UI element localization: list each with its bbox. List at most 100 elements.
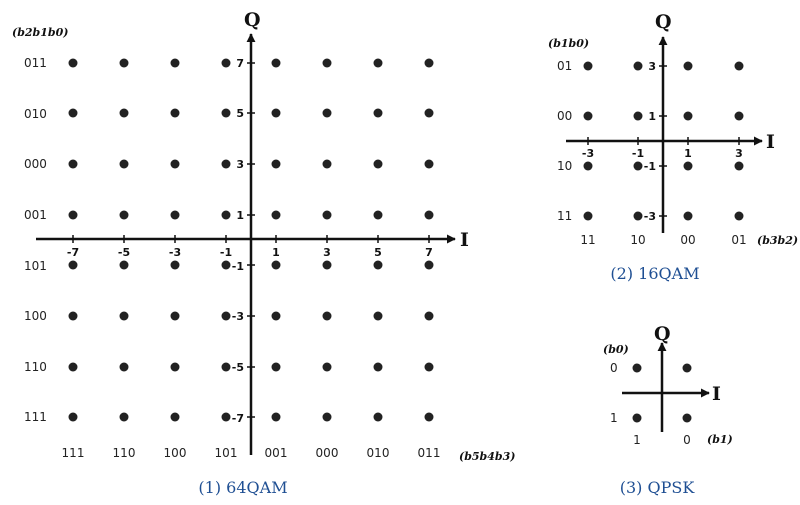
qam64-constellation-point [424,311,434,321]
qpsk-i-axis-label: I [712,383,721,405]
qam64-row-code: 001 [24,208,47,222]
qam64-constellation-point [170,260,180,270]
qam16-i-tick: 3 [735,147,743,160]
qam64-constellation-point [170,58,180,68]
qam64-constellation-point [322,412,332,422]
qam64-q-tick: -5 [232,361,244,374]
qam16-q-tick: -3 [644,210,656,223]
qam16-constellation-point [683,211,693,221]
qam16-row-code: 11 [557,209,572,223]
qam64-constellation-point [322,362,332,372]
qam16-q-axis-label: Q [655,11,672,33]
qam16-row-code: 10 [557,159,572,173]
qam64-constellation-point [221,58,231,68]
qam64-constellation-point [424,58,434,68]
qam64-i-tick: -7 [67,246,79,259]
qam64-constellation-point [119,260,129,270]
qam64-constellation-point [271,210,281,220]
qam64-col-code: 110 [113,446,136,460]
qam64-constellation-point [119,311,129,321]
qam16-caption: (2) 16QAM [610,264,699,283]
qam16-col-code: 01 [731,233,746,247]
qpsk-constellation-point [682,363,692,373]
qam64-constellation-point [271,260,281,270]
qam64-constellation-point [221,362,231,372]
qam64-constellation-point [271,311,281,321]
qpsk-constellation-point [682,413,692,423]
qam64-constellation-point [221,260,231,270]
qam64-constellation-point [322,58,332,68]
qam64-col-code: 001 [265,446,288,460]
qam64-constellation-point [373,412,383,422]
qam16-constellation-point [683,61,693,71]
qam64-row-code: 110 [24,360,47,374]
qam64-row-code: 010 [24,107,47,121]
qam64-col-code: 010 [367,446,390,460]
qam64-constellation-point [373,210,383,220]
qam64-q-axis-label: Q [244,9,261,31]
qam16-i-tick: -1 [632,147,644,160]
qam64-constellation-point [373,362,383,372]
qam64-row-code: 000 [24,157,47,171]
qpsk-col-code: 0 [683,433,691,447]
qam16-i-tick: 1 [684,147,692,160]
qam64-constellation-point [119,108,129,118]
qam64-constellation-point [170,311,180,321]
qpsk-constellation-point [632,363,642,373]
qam16-constellation-point [633,161,643,171]
qam64-q-tick: 5 [236,107,244,120]
qam16-constellation-point [734,61,744,71]
qam64-constellation-point [68,260,78,270]
qam64-constellation-point [424,159,434,169]
qam64-row-code: 100 [24,309,47,323]
qam64-constellation-point [424,362,434,372]
qam64-constellation-point [68,412,78,422]
qam64-constellation-point [119,362,129,372]
qam64-constellation-point [68,362,78,372]
qam16-diagram: Q I -3 -1 1 3 3 1 -1 -3 (b1b0) 01 00 10 … [548,11,798,283]
qam64-constellation-point [271,159,281,169]
qam64-constellation-point [424,412,434,422]
qam64-constellation-point [424,210,434,220]
qam64-col-bits-label: (b5b4b3) [459,450,515,463]
qam64-constellation-point [373,159,383,169]
qam64-constellation-point [68,58,78,68]
qam64-row-code: 111 [24,410,47,424]
qam64-col-code: 000 [316,446,339,460]
qam16-row-code: 00 [557,109,572,123]
qam64-i-axis-label: I [460,229,469,251]
qam16-constellation-point [583,111,593,121]
qam64-constellation-point [373,58,383,68]
qam64-constellation-point [221,159,231,169]
qam16-q-tick: -1 [644,160,656,173]
qam16-constellation-point [583,211,593,221]
qam64-constellation-point [221,311,231,321]
qam64-constellation-point [424,108,434,118]
qpsk-diagram: Q I (b0) 0 1 1 0 (b1) (3) QPSK [603,323,733,497]
qam64-i-tick: 5 [374,246,382,259]
qam64-col-code: 111 [62,446,85,460]
qam64-q-tick: -1 [232,260,244,273]
qam64-constellation-point [271,58,281,68]
qam16-constellation-point [633,111,643,121]
qam64-constellation-point [322,260,332,270]
qam64-q-tick: -7 [232,412,244,425]
qam64-constellation-point [68,108,78,118]
qam64-constellation-point [373,108,383,118]
qpsk-q-axis-label: Q [654,323,671,345]
qam64-i-tick: -3 [169,246,181,259]
qam16-row-code: 01 [557,59,572,73]
qam64-constellation-point [221,210,231,220]
qam64-q-tick: -3 [232,310,244,323]
qam16-col-code: 10 [630,233,645,247]
qam64-q-tick: 1 [236,209,244,222]
qam16-constellation-point [583,61,593,71]
qam64-constellation-point [322,210,332,220]
qam64-constellation-point [373,311,383,321]
qam64-constellation-point [271,362,281,372]
qam64-col-code: 100 [164,446,187,460]
qam64-constellation-point [271,108,281,118]
qam16-constellation-point [633,61,643,71]
qam64-diagram: Q I -7 -5 -3 -1 1 3 5 7 7 5 3 1 -1 -3 -5… [12,9,515,497]
qam64-constellation-point [221,412,231,422]
